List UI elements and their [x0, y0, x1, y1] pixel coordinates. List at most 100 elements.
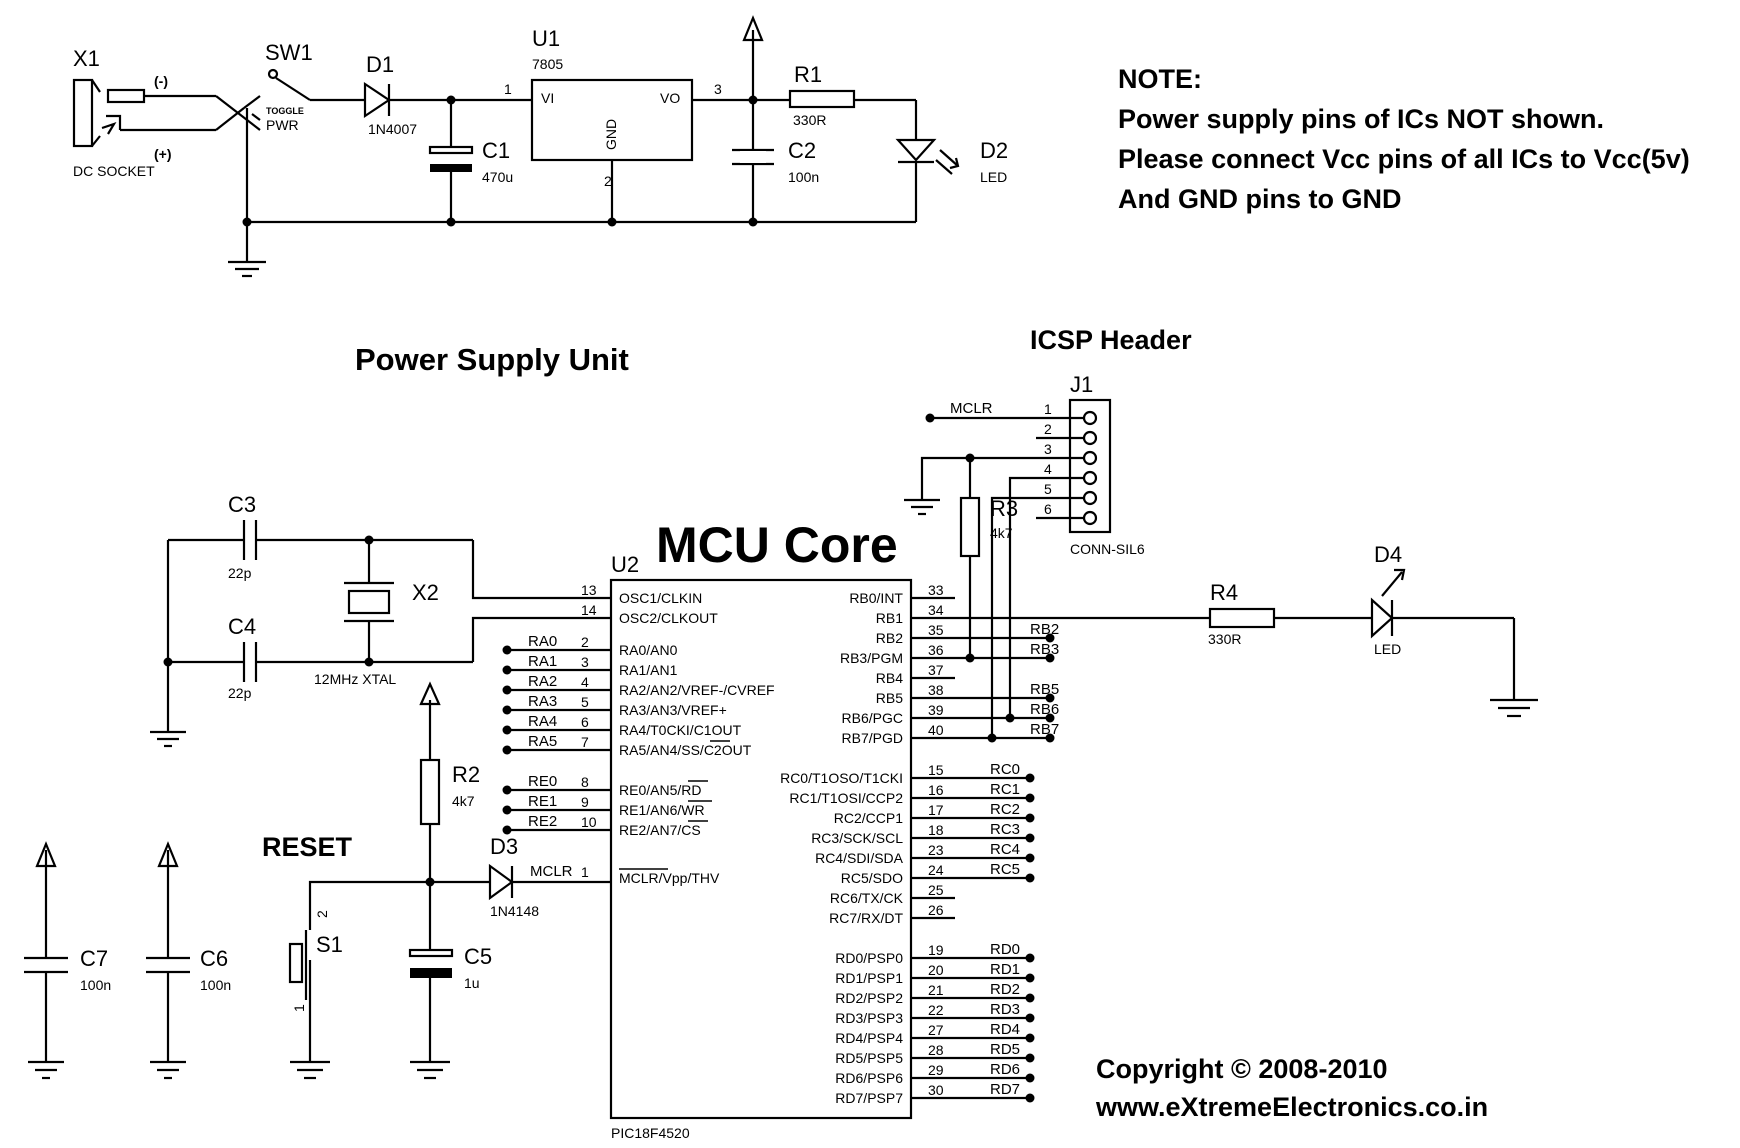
mcu-pin-net: RD0: [990, 941, 1020, 958]
c7-ref: C7: [80, 946, 108, 971]
heading-icsp: ICSP Header: [1030, 325, 1192, 355]
mcu-pin-number: 28: [928, 1042, 944, 1058]
j1-pin-3: 3: [1044, 441, 1098, 466]
r2-ref: R2: [452, 762, 480, 787]
mcu-pin-net: RD6: [990, 1061, 1020, 1078]
j1-pin-number: 5: [1044, 481, 1052, 497]
c2-value: 100n: [788, 169, 819, 185]
copyright-line1: Copyright © 2008-2010: [1096, 1054, 1388, 1084]
mcu-pin-number: 7: [581, 734, 589, 750]
mcu-pin-name: RC5/SDO: [841, 870, 903, 886]
c1-value: 470u: [482, 169, 513, 185]
r1-ref: R1: [794, 62, 822, 87]
u2-ref: U2: [611, 552, 639, 577]
mcu-pin-number: 36: [928, 642, 944, 658]
vcc-arrow-icon: [419, 681, 441, 760]
u1-pin-vi: VI: [541, 90, 554, 106]
mcu-pin-name: RC3/SCK/SCL: [811, 830, 903, 846]
mcu-pin-name: RA0/AN0: [619, 642, 678, 658]
j1-pin-6: 6: [1036, 501, 1098, 526]
mcu-pin-number: 33: [928, 582, 944, 598]
ground-icon: [904, 498, 940, 516]
mcu-pin-net: RB6: [1030, 701, 1059, 718]
c6-ref: C6: [200, 946, 228, 971]
c6-value: 100n: [200, 977, 231, 993]
mcu-pin-number: 22: [928, 1002, 944, 1018]
j1-pin-1: 1: [1044, 401, 1098, 426]
mcu-pin-name: RD1/PSP1: [835, 970, 903, 986]
c1-ref: C1: [482, 138, 510, 163]
j1-pin-2: 2: [1036, 421, 1098, 446]
power-supply-section: X1 DC SOCKET (-) (+) SW1 TOGGLE PWR D1 1…: [72, 15, 1008, 278]
ground-icon: [1490, 698, 1538, 718]
mcu-pin-name: RC1/T1OSI/CCP2: [789, 790, 903, 806]
mclr-net-label: MCLR: [530, 863, 573, 880]
mcu-pin-name: RD5/PSP5: [835, 1050, 903, 1066]
mcu-pin-name: RB7/PGD: [842, 730, 903, 746]
r4-value: 330R: [1208, 631, 1241, 647]
oscillator-section: C3 22p C4 22p X2 12MHz XTAL: [150, 492, 611, 748]
mcu-pin-name: OSC2/CLKOUT: [619, 610, 718, 626]
x2-ref: X2: [412, 580, 439, 605]
mcu-pin-number: 2: [581, 634, 589, 650]
mcu-pin-name: RE2/AN7/CS: [619, 822, 701, 838]
u1-pin-gnd: GND: [603, 119, 619, 150]
mcu-pin-net: RB7: [1030, 721, 1059, 738]
j1-pin-number: 2: [1044, 421, 1052, 437]
capacitor-c6: C6 100n: [146, 841, 231, 1080]
mcu-pin-number: 30: [928, 1082, 944, 1098]
mcu-pin-net: RD2: [990, 981, 1020, 998]
c5-ref: C5: [464, 944, 492, 969]
mcu-pin-number: 34: [928, 602, 944, 618]
reset-section: R2 4k7 D3 1N4148 MCLR S1 2 1 C5 1u: [288, 681, 611, 1080]
mcu-pin-number: 37: [928, 662, 944, 678]
note-line1: Power supply pins of ICs NOT shown.: [1118, 104, 1604, 134]
d1-value: 1N4007: [368, 121, 417, 137]
heading-reset: RESET: [262, 832, 353, 862]
mcu-pin-number: 40: [928, 722, 944, 738]
u1-pin-vo: VO: [660, 90, 680, 106]
mcu-pin-name: RB1: [876, 610, 903, 626]
u1-value: 7805: [532, 56, 563, 72]
mcu-pin-name: RB3/PGM: [840, 650, 903, 666]
mcu-pin-name: RC6/TX/CK: [830, 890, 904, 906]
ground-icon: [410, 1060, 450, 1080]
mcu-pin-number: 9: [581, 794, 589, 810]
note-line3: And GND pins to GND: [1118, 184, 1401, 214]
j1-pin-number: 4: [1044, 461, 1052, 477]
j1-pin-number: 6: [1044, 501, 1052, 517]
mcu-pin-40: RB7/PGD 40 RB7: [842, 721, 1060, 746]
s1-ref: S1: [316, 932, 343, 957]
mcu-pin-net: RB2: [1030, 621, 1059, 638]
mcu-pin-name: OSC1/CLKIN: [619, 590, 702, 606]
mcu-pin-name: MCLR/Vpp/THV: [619, 870, 720, 886]
mcu-pin-number: 1: [581, 864, 589, 880]
mcu-pin-number: 13: [581, 582, 597, 598]
decoupling-caps: C7 100n C6 100n: [24, 841, 231, 1080]
j1-value: CONN-SIL6: [1070, 541, 1145, 557]
j1-pin-number: 3: [1044, 441, 1052, 457]
j1-pin-number: 1: [1044, 401, 1052, 417]
mcu-pin-number: 20: [928, 962, 944, 978]
capacitor-c7: C7 100n: [24, 841, 111, 1080]
mcu-pin-name: RA2/AN2/VREF-/CVREF: [619, 682, 775, 698]
mcu-pin-name: RC7/RX/DT: [829, 910, 903, 926]
mcu-pin-net: RC4: [990, 841, 1020, 858]
resistor-r1: R1 330R: [788, 62, 916, 128]
mcu-pin-name: RA3/AN3/VREF+: [619, 702, 727, 718]
status-led-section: R4 330R D4 LED: [911, 542, 1538, 718]
s1-pin1: 1: [291, 1004, 307, 1012]
